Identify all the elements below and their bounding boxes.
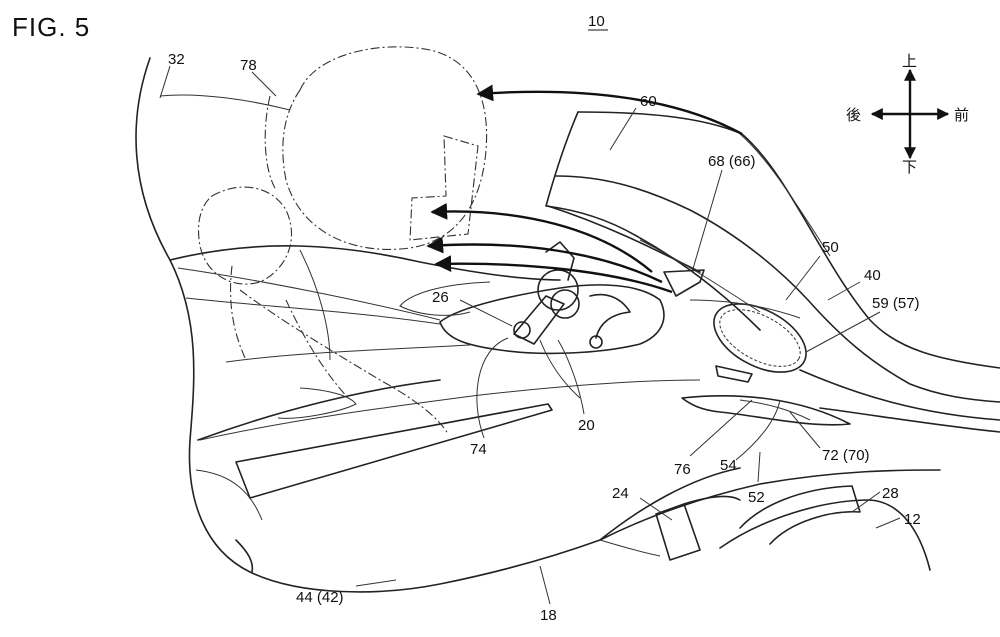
label-72: 72 (70) [822, 447, 870, 464]
label-74: 74 [470, 441, 487, 458]
label-78: 78 [240, 57, 257, 74]
label-40: 40 [864, 267, 881, 284]
vent-assembly [639, 239, 851, 426]
label-50: 50 [822, 239, 839, 256]
front-fairing [545, 111, 1000, 433]
label-12: 12 [904, 511, 921, 528]
direction-indicator: 上 下 後 前 [846, 53, 969, 176]
front-wheel-area [599, 485, 931, 571]
label-68: 68 (66) [708, 153, 756, 170]
direction-down: 下 [902, 159, 917, 176]
airflow-arrows [426, 84, 743, 294]
vehicle-body-outline [135, 57, 941, 593]
label-59: 59 (57) [872, 295, 920, 312]
body-contours [159, 94, 491, 361]
label-20: 20 [578, 417, 595, 434]
direction-rear: 後 [846, 107, 861, 124]
label-54: 54 [720, 457, 737, 474]
figure-title: FIG. 5 [12, 12, 90, 42]
occupant-phantom [197, 46, 488, 435]
label-60: 60 [640, 93, 657, 110]
label-32: 32 [168, 51, 185, 68]
leader-lines [159, 65, 901, 605]
label-44: 44 (42) [296, 589, 344, 606]
steering-assembly [439, 241, 665, 399]
reference-labels: 32 78 60 68 (66) 50 40 59 (57) 26 74 20 … [168, 51, 921, 624]
label-18: 18 [540, 607, 557, 624]
label-52: 52 [748, 489, 765, 506]
label-28: 28 [882, 485, 899, 502]
direction-up: 上 [902, 53, 917, 70]
label-24: 24 [612, 485, 629, 502]
label-76: 76 [674, 461, 691, 478]
label-26: 26 [432, 289, 449, 306]
direction-front: 前 [954, 107, 969, 124]
figure-ref-main: 10 [588, 13, 605, 30]
